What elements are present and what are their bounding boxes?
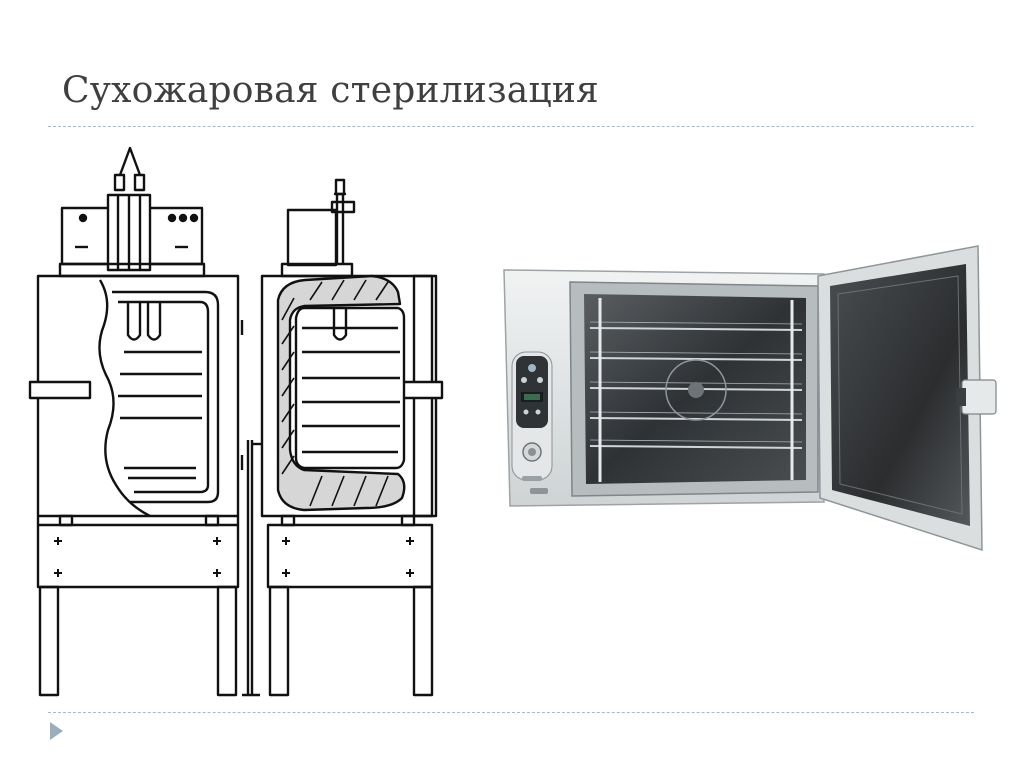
sterilizer-line-drawing <box>28 146 444 697</box>
title-divider <box>48 126 974 127</box>
right-sterilizer-drawing <box>242 178 444 697</box>
wire-shelves <box>589 321 803 449</box>
triangle-right-icon <box>50 722 63 740</box>
footer-divider <box>48 712 974 713</box>
sterilizer-photo <box>503 245 997 552</box>
oven-door <box>817 245 997 552</box>
left-sterilizer-drawing <box>28 146 244 697</box>
slide-title: Сухожаровая стерилизация <box>62 70 599 111</box>
